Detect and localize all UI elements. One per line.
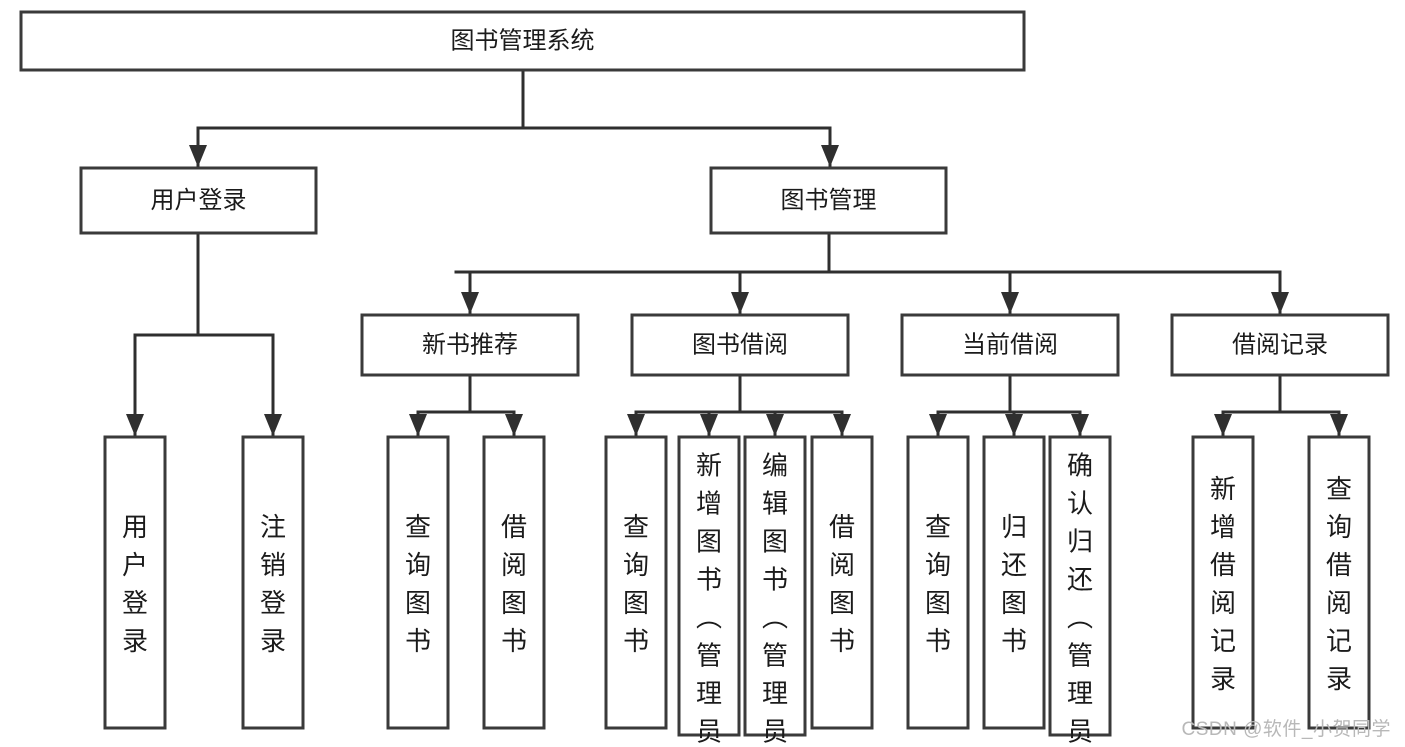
node-root[interactable]: 图书管理系统 <box>19 10 1026 72</box>
connector-layer <box>126 68 1348 438</box>
node-leaf-borrow-book-1-rect[interactable] <box>482 435 546 730</box>
node-leaf-query-book-2[interactable]: 查询图书 <box>604 435 668 730</box>
node-new-book-rec-label: 新书推荐 <box>422 331 518 358</box>
node-user-login-label: 用户登录 <box>151 187 247 214</box>
node-leaf-user-logout[interactable]: 注销登录 <box>241 435 305 730</box>
node-leaf-add-book[interactable]: 新增图书︵管理员︶ <box>677 435 741 747</box>
node-leaf-query-record-rect[interactable] <box>1307 435 1371 730</box>
arrow-head-icon <box>1214 414 1232 436</box>
node-leaf-query-book-2-label: 查询图书 <box>623 512 649 656</box>
node-leaf-return-book[interactable]: 归还图书 <box>982 435 1046 730</box>
node-leaf-confirm-return-label: 确认归还︵管理员︶ <box>1067 451 1093 747</box>
arrow-head-icon <box>929 414 947 436</box>
node-leaf-edit-book-label: 编辑图书︵管理员︶ <box>762 451 788 747</box>
node-leaf-query-record-label: 查询借阅记录 <box>1326 474 1352 694</box>
node-leaf-add-record[interactable]: 新增借阅记录 <box>1191 435 1255 730</box>
node-book-borrow-rect[interactable] <box>630 313 850 377</box>
node-current-borrow-rect[interactable] <box>900 313 1120 377</box>
node-current-borrow-label: 当前借阅 <box>962 331 1058 358</box>
node-root-rect[interactable] <box>19 10 1026 72</box>
node-leaf-query-book-3-rect[interactable] <box>906 435 970 730</box>
node-borrow-record[interactable]: 借阅记录 <box>1170 313 1390 377</box>
arrow-head-icon <box>833 414 851 436</box>
arrow-head-icon <box>731 292 749 314</box>
node-leaf-add-book-rect[interactable] <box>677 435 741 737</box>
node-leaf-query-book-3[interactable]: 查询图书 <box>906 435 970 730</box>
arrow-head-icon <box>1271 292 1289 314</box>
node-leaf-borrow-book-2-label: 借阅图书 <box>829 512 855 656</box>
arrow-head-icon <box>1071 414 1089 436</box>
node-new-book-rec[interactable]: 新书推荐 <box>360 313 580 377</box>
node-leaf-query-book-1-rect[interactable] <box>386 435 450 730</box>
node-leaf-confirm-return-rect[interactable] <box>1048 435 1112 737</box>
node-leaf-add-record-label: 新增借阅记录 <box>1210 474 1236 694</box>
arrow-head-icon <box>189 145 207 167</box>
arrow-head-icon <box>821 145 839 167</box>
node-user-login[interactable]: 用户登录 <box>79 166 318 235</box>
node-leaf-user-logout-rect[interactable] <box>241 435 305 730</box>
arrow-head-icon <box>505 414 523 436</box>
node-leaf-borrow-book-2-rect[interactable] <box>810 435 874 730</box>
node-leaf-return-book-rect[interactable] <box>982 435 1046 730</box>
node-leaf-query-book-1-label: 查询图书 <box>405 512 431 656</box>
node-layer: 图书管理系统用户登录图书管理新书推荐图书借阅当前借阅借阅记录用户登录注销登录查询… <box>19 10 1390 747</box>
node-leaf-user-login[interactable]: 用户登录 <box>103 435 167 730</box>
node-book-manage[interactable]: 图书管理 <box>709 166 948 235</box>
node-leaf-query-record[interactable]: 查询借阅记录 <box>1307 435 1371 730</box>
node-leaf-user-login-rect[interactable] <box>103 435 167 730</box>
arrow-head-icon <box>627 414 645 436</box>
node-leaf-add-record-rect[interactable] <box>1191 435 1255 730</box>
node-leaf-user-login-label: 用户登录 <box>122 512 148 656</box>
arrow-head-icon <box>126 414 144 436</box>
node-leaf-borrow-book-1[interactable]: 借阅图书 <box>482 435 546 730</box>
node-borrow-record-label: 借阅记录 <box>1232 331 1328 358</box>
node-leaf-add-book-label: 新增图书︵管理员︶ <box>696 451 722 747</box>
node-leaf-borrow-book-1-label: 借阅图书 <box>501 512 527 656</box>
node-book-manage-rect[interactable] <box>709 166 948 235</box>
arrow-head-icon <box>461 292 479 314</box>
node-new-book-rec-rect[interactable] <box>360 313 580 377</box>
node-leaf-query-book-3-label: 查询图书 <box>925 512 951 656</box>
node-leaf-edit-book[interactable]: 编辑图书︵管理员︶ <box>743 435 807 747</box>
node-leaf-borrow-book-2[interactable]: 借阅图书 <box>810 435 874 730</box>
arrow-head-icon <box>264 414 282 436</box>
node-leaf-confirm-return[interactable]: 确认归还︵管理员︶ <box>1048 435 1112 747</box>
node-book-manage-label: 图书管理 <box>781 187 877 214</box>
node-leaf-query-book-2-rect[interactable] <box>604 435 668 730</box>
node-leaf-query-book-1[interactable]: 查询图书 <box>386 435 450 730</box>
node-leaf-return-book-label: 归还图书 <box>1001 512 1027 656</box>
node-current-borrow[interactable]: 当前借阅 <box>900 313 1120 377</box>
arrow-head-icon <box>1330 414 1348 436</box>
node-user-login-rect[interactable] <box>79 166 318 235</box>
arrow-head-icon <box>409 414 427 436</box>
arrow-head-icon <box>1005 414 1023 436</box>
node-root-label: 图书管理系统 <box>451 27 595 54</box>
node-book-borrow[interactable]: 图书借阅 <box>630 313 850 377</box>
node-borrow-record-rect[interactable] <box>1170 313 1390 377</box>
node-book-borrow-label: 图书借阅 <box>692 331 788 358</box>
node-leaf-edit-book-rect[interactable] <box>743 435 807 737</box>
node-leaf-user-logout-label: 注销登录 <box>260 512 286 656</box>
arrow-head-icon <box>700 414 718 436</box>
arrow-head-icon <box>766 414 784 436</box>
arrow-head-icon <box>1001 292 1019 314</box>
